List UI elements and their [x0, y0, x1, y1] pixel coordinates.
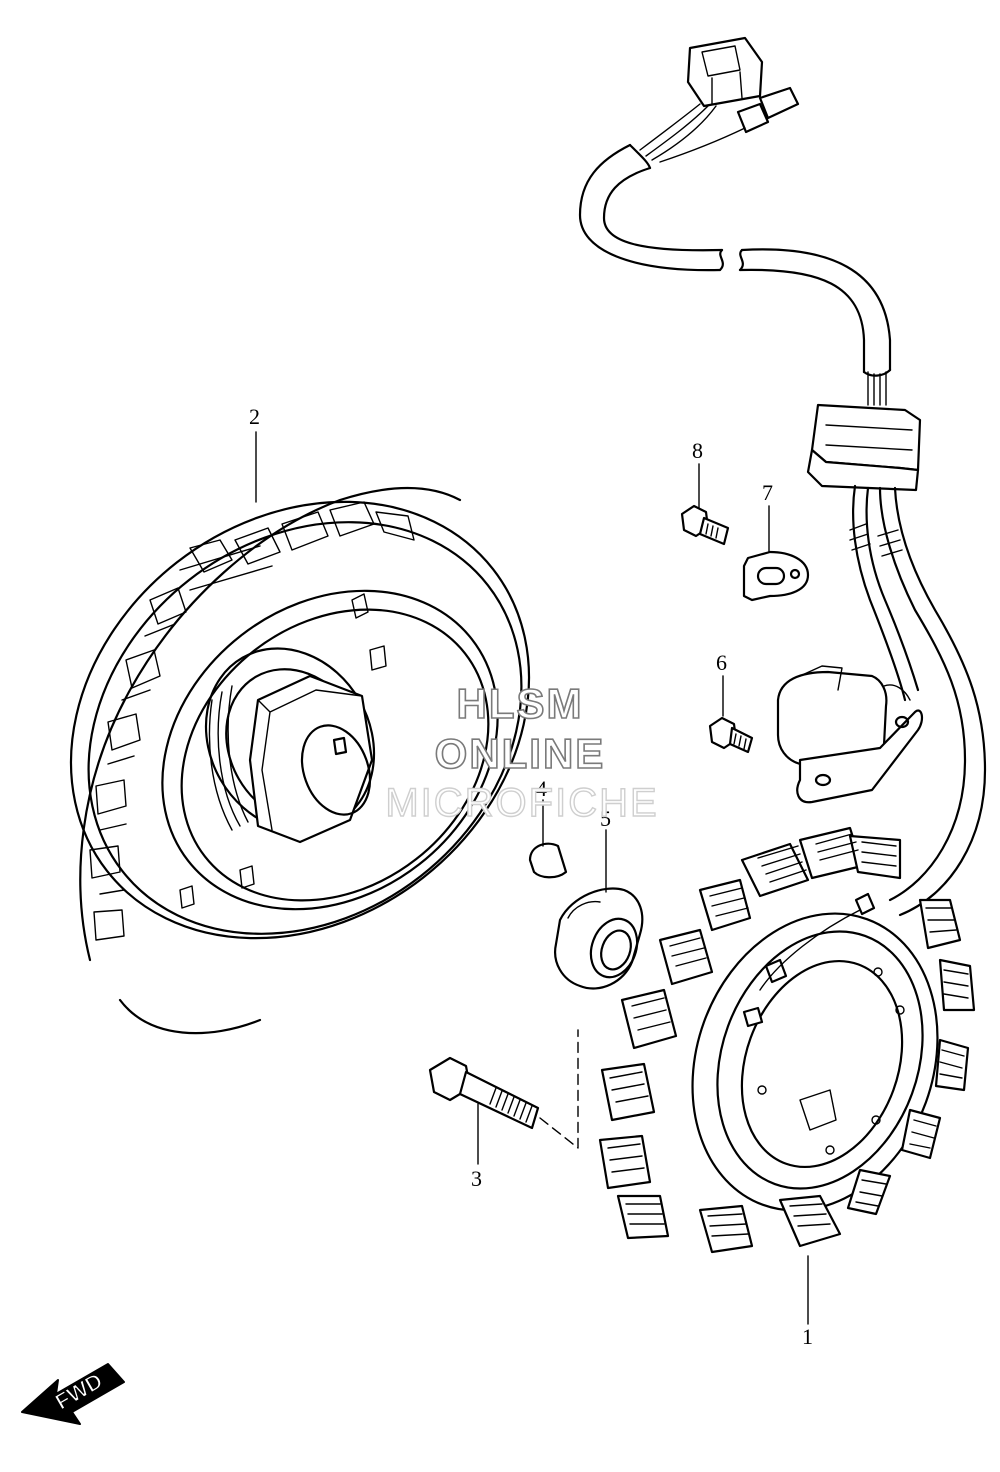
callout-4: 4 — [536, 776, 547, 801]
spacer — [554, 887, 644, 990]
callout-3: 3 — [471, 1166, 482, 1191]
watermark-line-2: ONLINE — [435, 730, 606, 777]
callout-labels: 2 8 7 6 4 5 3 1 — [249, 404, 813, 1349]
clamp — [742, 550, 810, 602]
screw-sensor — [708, 716, 754, 754]
rotor — [69, 486, 531, 1035]
watermark-line-3: MICROFICHE — [385, 781, 658, 825]
callout-2: 2 — [249, 404, 260, 429]
wire-harness — [578, 36, 987, 917]
screw-clamp — [680, 504, 730, 546]
callout-1: 1 — [802, 1324, 813, 1349]
bolt — [428, 1029, 579, 1149]
watermark: HLSM ONLINE MICROFICHE — [385, 679, 658, 826]
pickup-sensor — [776, 665, 924, 804]
fwd-arrow-icon — [21, 1363, 125, 1425]
callout-6: 6 — [716, 650, 727, 675]
callout-8: 8 — [692, 438, 703, 463]
callout-7: 7 — [762, 480, 773, 505]
watermark-line-1: HLSM — [457, 680, 584, 727]
key — [528, 842, 568, 879]
callout-5: 5 — [600, 806, 611, 831]
fwd-direction-badge: FWD — [21, 1363, 125, 1425]
leader-lines — [255, 431, 809, 1325]
stator — [598, 826, 976, 1254]
